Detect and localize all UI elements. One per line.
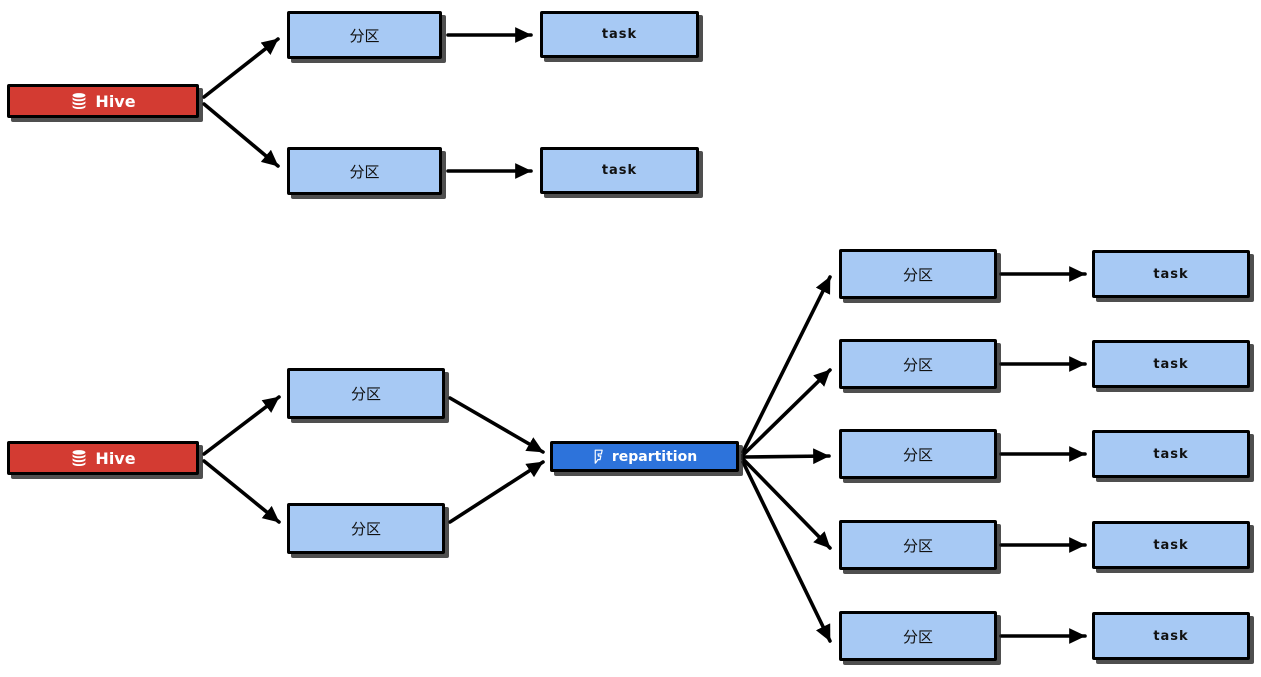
task-node: task <box>1092 521 1250 569</box>
partition-node: 分区 <box>839 611 997 661</box>
hive-source-node: Hive <box>7 441 199 475</box>
arrow-hive1-to-partition2 <box>202 102 280 168</box>
task-label: task <box>601 27 638 42</box>
partition-label: 分区 <box>902 536 933 555</box>
task-node: task <box>1092 250 1250 298</box>
partition-node: 分区 <box>287 503 445 554</box>
partition-label: 分区 <box>349 26 380 45</box>
partition-label: 分区 <box>902 445 933 464</box>
partition-label: 分区 <box>902 355 933 374</box>
task-node: task <box>1092 430 1250 478</box>
repartition-label: repartition <box>611 448 698 465</box>
partition-node: 分区 <box>287 147 442 195</box>
hive-source-node: Hive <box>7 84 199 118</box>
arrow-repartition-to-out5 <box>741 460 832 643</box>
arrow-repartition-to-out2 <box>741 368 832 457</box>
partition-node: 分区 <box>839 339 997 389</box>
partition-label: 分区 <box>902 265 933 284</box>
arrow-partition1-to-repartition <box>448 396 545 454</box>
task-label: task <box>601 163 638 178</box>
partition-node: 分区 <box>839 249 997 299</box>
task-label: task <box>1153 356 1189 372</box>
partition-label: 分区 <box>349 162 380 181</box>
arrow-hive1-to-partition1 <box>202 37 280 99</box>
partition-label: 分区 <box>350 520 381 538</box>
task-label: task <box>1153 266 1189 282</box>
flag-icon <box>592 447 605 466</box>
task-label: task <box>1153 628 1189 644</box>
task-label: task <box>1153 446 1189 462</box>
database-icon <box>70 92 88 110</box>
arrow-hive2-to-partition1 <box>202 395 281 456</box>
partition-node: 分区 <box>839 429 997 479</box>
partition-label: 分区 <box>902 627 933 646</box>
hive-label: Hive <box>95 91 136 111</box>
arrow-hive2-to-partition2 <box>202 459 281 524</box>
task-label: task <box>1153 537 1189 553</box>
task-node: task <box>1092 340 1250 388</box>
arrow-partition2-to-repartition <box>448 460 545 524</box>
repartition-node: repartition <box>550 441 739 472</box>
arrow-repartition-to-out1 <box>741 275 832 454</box>
hive-label: Hive <box>95 448 136 468</box>
database-icon <box>70 449 88 467</box>
task-node: task <box>1092 612 1250 660</box>
partition-label: 分区 <box>350 385 381 403</box>
arrow-repartition-to-out3 <box>741 448 831 465</box>
partition-node: 分区 <box>839 520 997 570</box>
task-node: task <box>540 11 699 58</box>
partition-node: 分区 <box>287 368 445 419</box>
arrow-repartition-to-out4 <box>741 457 832 550</box>
task-node: task <box>540 147 699 194</box>
partition-node: 分区 <box>287 11 442 59</box>
